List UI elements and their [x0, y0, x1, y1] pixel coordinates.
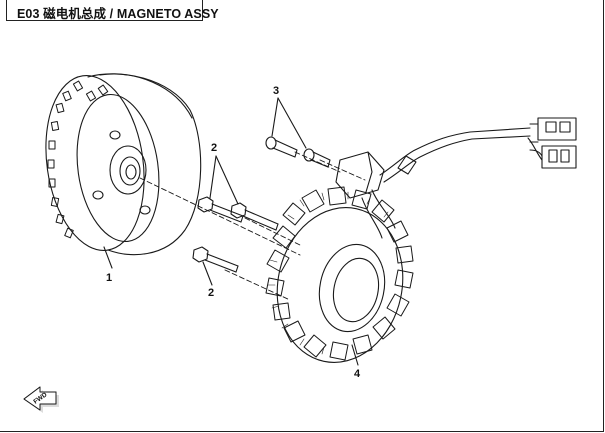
screw-right: [303, 148, 331, 168]
bolt-upper-left: [197, 196, 244, 223]
bolt-upper-right: [230, 202, 279, 231]
callout-2-upper: 2: [211, 142, 218, 154]
leader-1: [103, 246, 113, 269]
callout-4: 4: [354, 368, 361, 380]
callout-3: 3: [273, 85, 280, 97]
fwd-direction-arrow: [23, 386, 59, 413]
flywheel-rotor: [45, 73, 202, 256]
diagram-title: E03 磁电机总成 / MAGNETO ASSY: [17, 7, 219, 21]
bolt-lower: [192, 246, 239, 273]
screw-left: [265, 136, 298, 158]
diagram-title-box: E03 磁电机总成 / MAGNETO ASSY: [6, 0, 219, 21]
callout-1: 1: [106, 272, 113, 284]
callout-2-lower: 2: [208, 287, 215, 299]
stator-assembly: [265, 117, 577, 363]
